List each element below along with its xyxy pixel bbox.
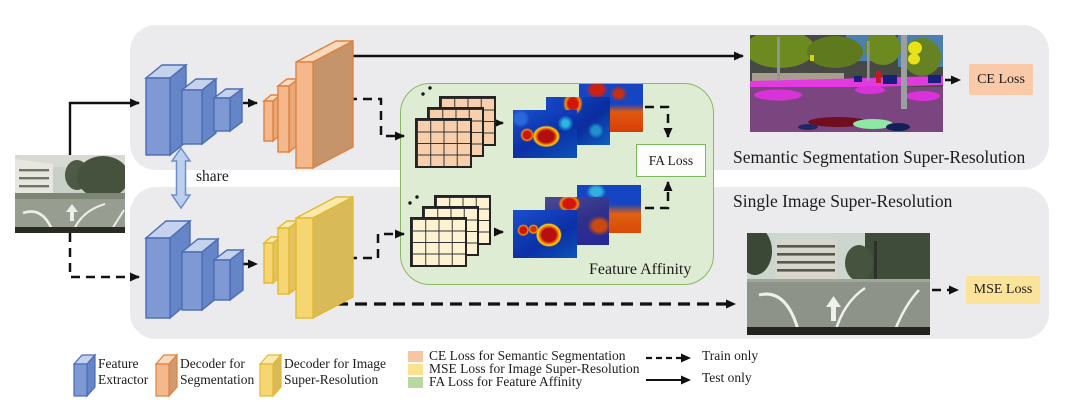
fa-loss-box: FA Loss	[636, 144, 706, 177]
legend: Feature Extractor Decoder for Segmentati…	[0, 344, 1080, 414]
sr-affinity-map-front	[513, 210, 577, 258]
fa-loss-label: FA Loss	[648, 152, 694, 168]
mse-loss-swatch-label: MSE Loss for Image Super-Resolution	[429, 361, 640, 376]
input-image	[15, 155, 125, 233]
sr-feature-grid-front	[410, 217, 467, 267]
train-only-label: Train only	[702, 348, 759, 363]
orange-slab-icon	[154, 353, 179, 398]
mse-loss-label: MSE Loss	[973, 282, 1033, 297]
legend-label-line2: Super-Resolution	[284, 372, 379, 387]
legend-label-line1: Feature	[98, 356, 139, 371]
ce-loss-swatch-label: CE Loss for Semantic Segmentation	[429, 348, 626, 363]
legend-label-line2: Extractor	[98, 372, 149, 387]
train-only-arrow-icon	[646, 353, 691, 363]
ce-loss-box: CE Loss	[969, 64, 1033, 95]
yellow-slab-icon	[258, 353, 283, 398]
sisr-title: Single Image Super-Resolution	[733, 191, 953, 211]
arrow-input-to-extractor-top	[68, 98, 140, 156]
legend-label-line1: Decoder for	[180, 356, 245, 371]
seg-affinity-map-front	[513, 110, 577, 158]
fa-loss-swatch-label: FA Loss for Feature Affinity	[429, 374, 583, 389]
mse-loss-swatch	[408, 364, 423, 375]
segmentation-output-image	[750, 35, 943, 132]
feature-affinity-title: Feature Affinity	[589, 261, 692, 278]
legend-label-line2: Segmentation	[180, 372, 255, 387]
sr-output-image	[747, 233, 930, 335]
legend-item-decoder-segmentation: Decoder for Segmentation	[154, 350, 254, 398]
ce-loss-swatch	[408, 351, 423, 362]
test-only-arrow-icon	[646, 375, 691, 385]
legend-item-decoder-sr: Decoder for Image Super-Resolution	[258, 350, 386, 398]
legend-label-line1: Decoder for Image	[284, 356, 386, 371]
sssr-title: Semantic Segmentation Super-Resolution	[733, 147, 1026, 167]
fa-loss-swatch	[408, 377, 423, 388]
arrow-input-to-extractor-bottom	[68, 233, 140, 282]
mse-loss-box: MSE Loss	[966, 276, 1040, 304]
test-only-label: Test only	[702, 370, 752, 385]
ce-loss-label: CE Loss	[977, 71, 1025, 87]
share-label: share	[196, 168, 229, 185]
blue-slab-icon	[72, 353, 97, 398]
seg-feature-grid-front	[415, 118, 472, 168]
legend-item-feature-extractor: Feature Extractor	[72, 350, 148, 398]
